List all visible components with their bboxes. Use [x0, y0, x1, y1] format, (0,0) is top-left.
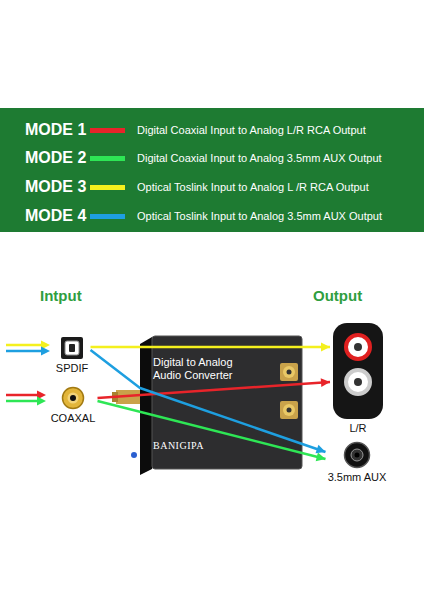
port-label: SPDIF	[54, 362, 91, 375]
port-label: COAXAL	[49, 412, 98, 425]
aux-jack-icon	[343, 441, 371, 469]
legend-swatch	[90, 214, 125, 219]
section-label: Output	[313, 287, 362, 304]
optical-input-port: SPDIF	[54, 336, 91, 375]
rca-jack-panel	[332, 322, 384, 420]
converter-device	[112, 336, 302, 475]
rca-output-jacks: L/R	[330, 322, 386, 435]
brand-name: BANIGIPA	[153, 440, 253, 452]
legend-swatch	[90, 156, 125, 161]
converter-box: Digital to Analog Audio ConverterBANIGIP…	[153, 356, 253, 452]
signal-arrow	[91, 350, 326, 453]
legend-row: MODE 3 Optical Toslink Input to Analog L …	[25, 177, 369, 197]
green-band	[0, 108, 424, 232]
legend-swatch	[90, 185, 125, 190]
legend-text: Digital Coaxial Input to Analog L/R RCA …	[137, 124, 366, 136]
legend-text: Optical Toslink Input to Analog 3.5mm AU…	[137, 210, 382, 222]
legend-text: Digital Coaxial Input to Analog 3.5mm AU…	[137, 152, 382, 164]
legend-swatch	[90, 128, 125, 133]
signal-arrow	[91, 343, 331, 352]
legend-row: MODE 1 Digital Coaxial Input to Analog L/…	[25, 120, 366, 140]
aux-output-jack: 3.5mm AUX	[326, 441, 389, 484]
device-title: Digital to Analog Audio Converter	[153, 356, 253, 382]
coaxial-port-icon	[61, 386, 85, 410]
mode-label: MODE 4	[25, 207, 87, 225]
legend-text: Optical Toslink Input to Analog L /R RCA…	[137, 181, 369, 193]
input-stub-arrows	[6, 341, 50, 406]
port-label: 3.5mm AUX	[326, 471, 389, 484]
mode-label: MODE 2	[25, 149, 87, 167]
port-label: L/R	[330, 422, 386, 435]
mode-label: MODE 1	[25, 121, 87, 139]
section-label: Intput	[40, 287, 82, 304]
mode-label: MODE 3	[25, 178, 87, 196]
coaxial-input-port: COAXAL	[49, 386, 98, 425]
signal-arrow	[98, 401, 326, 461]
legend-row: MODE 4 Optical Toslink Input to Analog 3.…	[25, 206, 382, 226]
optical-port-icon	[60, 336, 84, 360]
legend-row: MODE 2 Digital Coaxial Input to Analog 3.…	[25, 148, 382, 168]
